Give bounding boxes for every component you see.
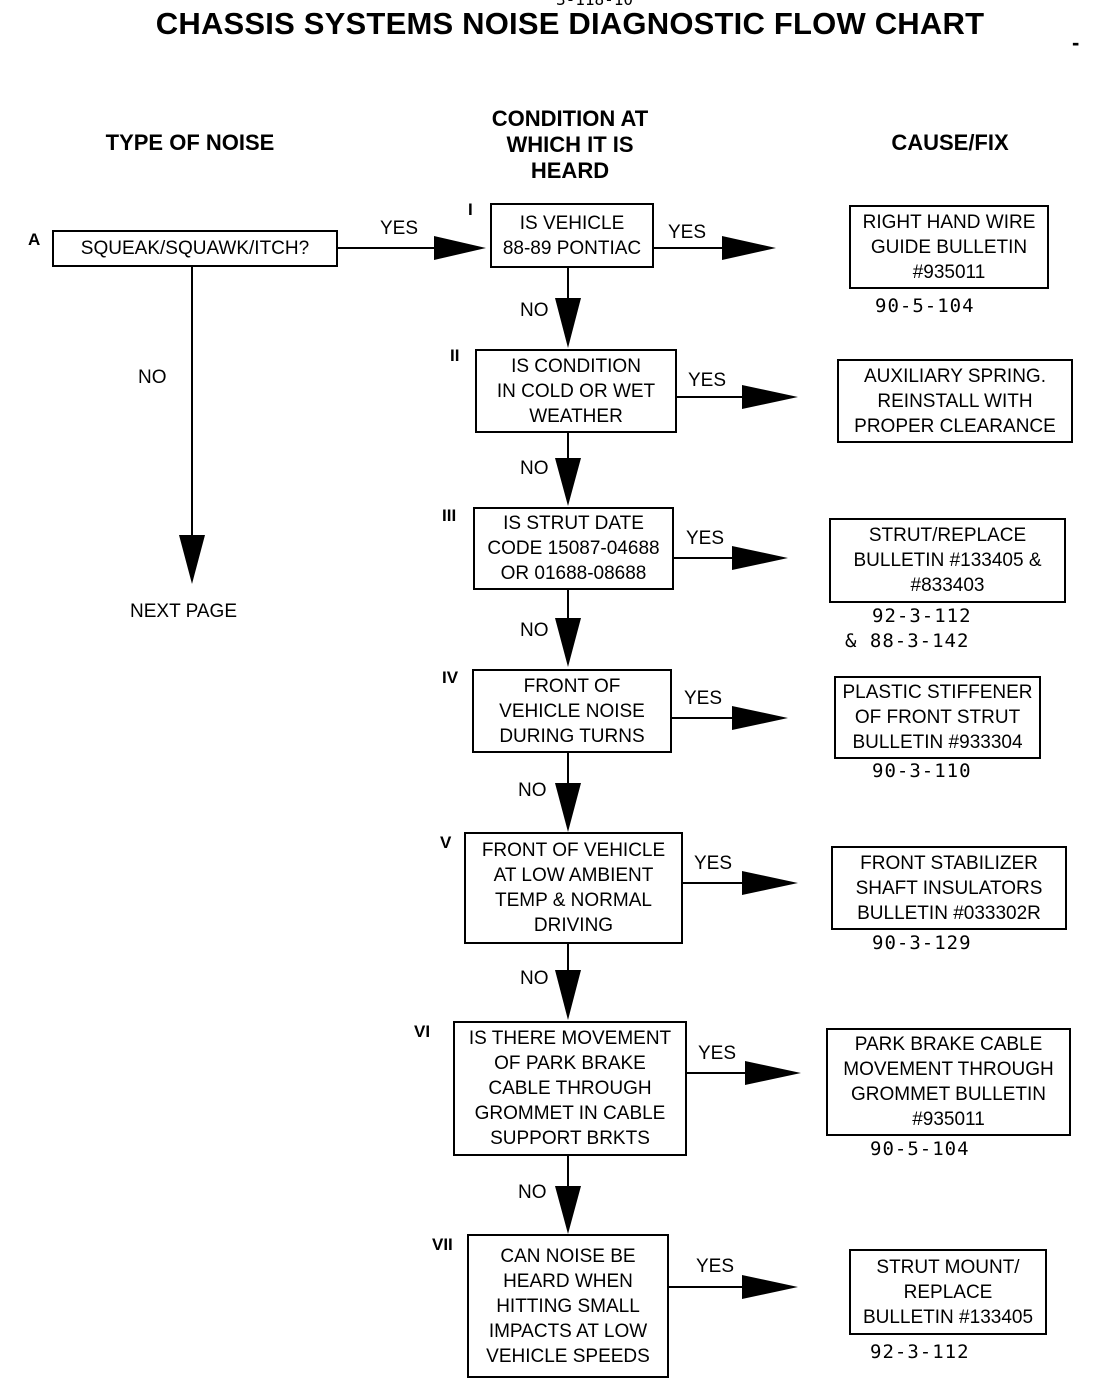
arrowhead-start-no bbox=[179, 535, 205, 584]
page-title: CHASSIS SYSTEMS NOISE DIAGNOSTIC FLOW CH… bbox=[155, 6, 985, 41]
step6-question: IS THERE MOVEMENT OF PARK BRAKE CABLE TH… bbox=[468, 1028, 672, 1149]
arrowhead-step3-no bbox=[555, 618, 581, 667]
yes-label-start: YES bbox=[380, 218, 419, 239]
arrowhead-step2-no bbox=[555, 458, 581, 506]
step1-no-label: NO bbox=[520, 300, 549, 321]
start-noise-label: SQUEAK/SQUAWK/ITCH? bbox=[80, 238, 310, 259]
step5-roman: V bbox=[440, 833, 452, 852]
step7-fix-box: STRUT MOUNT/ REPLACE BULLETIN #133405 bbox=[849, 1249, 1047, 1335]
step5-question-box: FRONT OF VEHICLE AT LOW AMBIENT TEMP & N… bbox=[464, 832, 683, 944]
step7-question-box: CAN NOISE BE HEARD WHEN HITTING SMALL IM… bbox=[467, 1234, 669, 1378]
arrowhead-step2-yes bbox=[742, 385, 798, 409]
step2-fix: AUXILIARY SPRING. REINSTALL WITH PROPER … bbox=[854, 365, 1056, 437]
step7-roman: VII bbox=[432, 1235, 453, 1254]
step3-question: IS STRUT DATE CODE 15087-04688 OR 01688-… bbox=[487, 513, 660, 584]
step5-yes-label: YES bbox=[694, 853, 733, 874]
step6-question-box: IS THERE MOVEMENT OF PARK BRAKE CABLE TH… bbox=[453, 1021, 687, 1156]
arrowhead-step6-no bbox=[555, 1186, 581, 1234]
step3-fix-box: STRUT/REPLACE BULLETIN #133405 & #833403 bbox=[829, 518, 1066, 603]
step6-roman: VI bbox=[414, 1022, 431, 1041]
arrowhead-step1-yes bbox=[722, 236, 776, 260]
step2-yes-label: YES bbox=[688, 370, 727, 391]
step4-yes-label: YES bbox=[684, 688, 723, 709]
step4-fix: PLASTIC STIFFENER OF FRONT STRUT BULLETI… bbox=[842, 682, 1033, 753]
arrowhead-step5-yes bbox=[742, 871, 798, 895]
header-cause-fix: CAUSE/FIX bbox=[891, 130, 1009, 155]
step3-yes-label: YES bbox=[686, 528, 725, 549]
step3-no-label: NO bbox=[520, 620, 549, 641]
start-marker: A bbox=[28, 230, 41, 249]
step4-fix-box: PLASTIC STIFFENER OF FRONT STRUT BULLETI… bbox=[834, 676, 1041, 759]
scanner-header-fragment: 3-118-10 bbox=[556, 0, 633, 9]
step5-reference: 90-3-129 bbox=[872, 932, 972, 954]
stray-mark: - bbox=[1072, 30, 1080, 55]
step6-fix: PARK BRAKE CABLE MOVEMENT THROUGH GROMME… bbox=[843, 1034, 1054, 1130]
step6-reference: 90-5-104 bbox=[870, 1138, 970, 1160]
step2-question: IS CONDITION IN COLD OR WET WEATHER bbox=[496, 355, 656, 427]
arrowhead-step3-yes bbox=[732, 546, 788, 570]
step1-question: IS VEHICLE 88-89 PONTIAC bbox=[502, 212, 642, 259]
step4-question: FRONT OF VEHICLE NOISE DURING TURNS bbox=[499, 675, 645, 747]
arrowhead-step6-yes bbox=[745, 1061, 801, 1085]
step6-no-label: NO bbox=[518, 1182, 547, 1203]
arrowhead-start-to-step1 bbox=[434, 236, 486, 260]
step1-fix: RIGHT HAND WIRE GUIDE BULLETIN #935011 bbox=[862, 211, 1036, 283]
step7-yes-label: YES bbox=[696, 1256, 735, 1277]
step1-reference: 90-5-104 bbox=[875, 295, 975, 317]
step2-question-box: IS CONDITION IN COLD OR WET WEATHER bbox=[475, 349, 677, 433]
step7-question: CAN NOISE BE HEARD WHEN HITTING SMALL IM… bbox=[486, 1245, 650, 1367]
header-type-of-noise: TYPE OF NOISE bbox=[105, 130, 275, 155]
step5-fix: FRONT STABILIZER SHAFT INSULATORS BULLET… bbox=[855, 852, 1043, 924]
step1-roman: I bbox=[468, 200, 473, 219]
step7-fix: STRUT MOUNT/ REPLACE BULLETIN #133405 bbox=[862, 1256, 1034, 1328]
step1-yes-label: YES bbox=[668, 222, 707, 243]
no-label-start: NO bbox=[138, 367, 167, 388]
step3-reference-2: & 88-3-142 bbox=[845, 630, 970, 652]
step3-reference: 92-3-112 bbox=[872, 605, 972, 627]
header-condition: CONDITION AT WHICH IT IS HEARD bbox=[491, 106, 649, 183]
step2-roman: II bbox=[450, 346, 460, 365]
step4-no-label: NO bbox=[518, 780, 547, 801]
step5-no-label: NO bbox=[520, 968, 549, 989]
step2-no-label: NO bbox=[520, 458, 549, 479]
start-noise-box: SQUEAK/SQUAWK/ITCH? bbox=[52, 230, 338, 267]
step5-question: FRONT OF VEHICLE AT LOW AMBIENT TEMP & N… bbox=[481, 840, 666, 936]
step1-question-box: IS VEHICLE 88-89 PONTIAC bbox=[490, 203, 654, 268]
step3-question-box: IS STRUT DATE CODE 15087-04688 OR 01688-… bbox=[473, 507, 674, 590]
step6-fix-box: PARK BRAKE CABLE MOVEMENT THROUGH GROMME… bbox=[826, 1028, 1071, 1136]
arrowhead-step7-yes bbox=[742, 1275, 798, 1299]
step4-reference: 90-3-110 bbox=[872, 760, 972, 782]
step6-yes-label: YES bbox=[698, 1043, 737, 1064]
arrowhead-step5-no bbox=[555, 970, 581, 1020]
step4-roman: IV bbox=[442, 668, 459, 687]
step7-reference: 92-3-112 bbox=[870, 1341, 970, 1363]
arrowhead-step4-yes bbox=[732, 706, 788, 730]
step1-fix-box: RIGHT HAND WIRE GUIDE BULLETIN #935011 bbox=[849, 205, 1049, 289]
next-page-label: NEXT PAGE bbox=[130, 601, 237, 622]
step3-roman: III bbox=[442, 506, 457, 525]
arrowhead-step4-no bbox=[555, 783, 581, 832]
step5-fix-box: FRONT STABILIZER SHAFT INSULATORS BULLET… bbox=[831, 846, 1067, 930]
step2-fix-box: AUXILIARY SPRING. REINSTALL WITH PROPER … bbox=[837, 359, 1073, 443]
step4-question-box: FRONT OF VEHICLE NOISE DURING TURNS bbox=[472, 669, 672, 753]
step3-fix: STRUT/REPLACE BULLETIN #133405 & #833403 bbox=[853, 525, 1042, 596]
arrowhead-step1-no bbox=[555, 298, 581, 348]
